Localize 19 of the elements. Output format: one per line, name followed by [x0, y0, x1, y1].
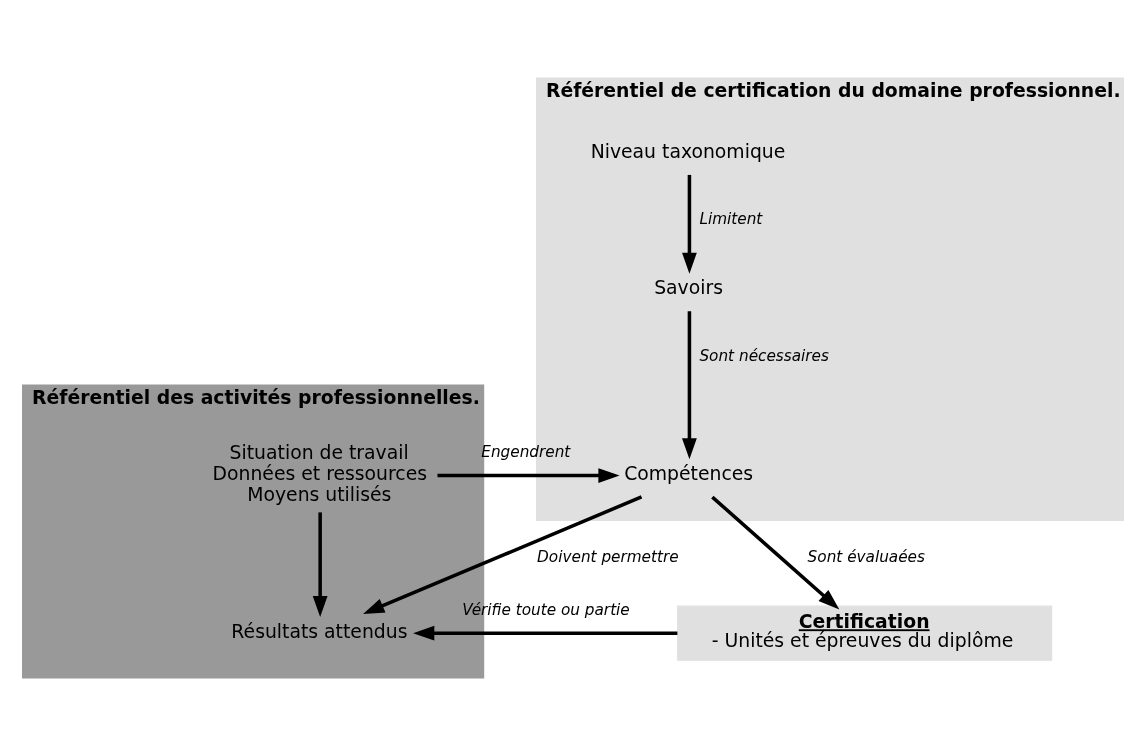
arrow — [363, 495, 643, 614]
edge-label: Sont nécessaires — [699, 346, 829, 365]
arrow — [437, 468, 620, 484]
arrow — [312, 512, 328, 618]
edge-label: Engendrent — [481, 443, 571, 462]
edge-label: Sont évaluaées — [807, 547, 925, 566]
arrow — [682, 311, 697, 460]
arrow — [682, 174, 697, 274]
node-text: Savoirs — [654, 277, 723, 299]
edge-label: Vérifie toute ou partie — [462, 600, 630, 619]
node-text: Situation de travail Données et ressources Moyens utilisés — [212, 441, 428, 506]
arrow — [711, 495, 840, 610]
arrow — [413, 625, 678, 641]
node-box: Certification - Unités et épreuves du diplôme — [677, 605, 1053, 661]
node-text: Résultats attendus — [231, 620, 408, 642]
node-text: Compétences — [624, 463, 754, 485]
node-text: Niveau taxonomique — [590, 140, 786, 162]
edge-label: Limitent — [699, 210, 763, 229]
edge-label: Doivent permettre — [537, 547, 679, 566]
